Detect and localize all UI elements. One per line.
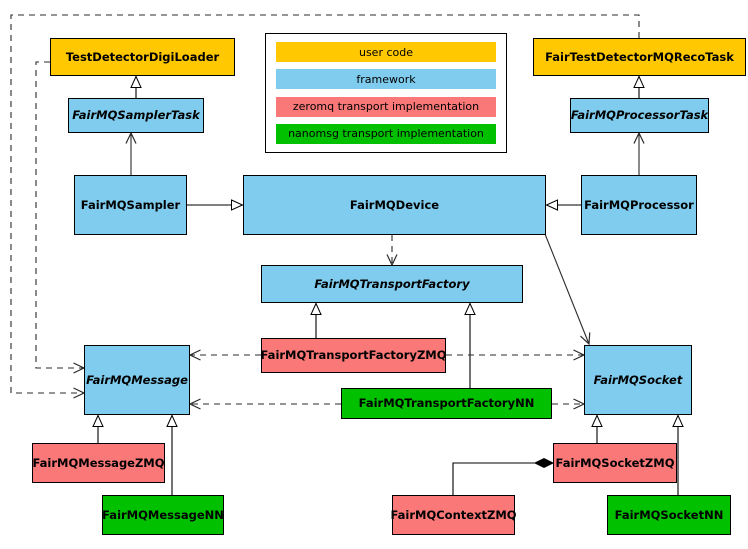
legend-label: nanomsg transport implementation	[288, 127, 484, 141]
node-fair-mq-processor-task[interactable]: FairMQProcessorTask	[570, 98, 709, 133]
legend-item-user-code: user code	[276, 42, 496, 62]
node-label: FairMQSocketNN	[614, 507, 724, 522]
node-label: FairMQDevice	[349, 197, 440, 212]
node-label: FairMQMessage	[86, 372, 188, 387]
node-fair-mq-device[interactable]: FairMQDevice	[243, 175, 546, 235]
node-fair-mq-transport-factory-nn[interactable]: FairMQTransportFactoryNN	[341, 388, 552, 419]
node-label: FairMQContextZMQ	[390, 507, 517, 522]
node-label: FairMQMessageNN	[102, 507, 224, 522]
node-fair-mq-message-nn[interactable]: FairMQMessageNN	[102, 495, 224, 535]
node-label: FairMQSocket	[593, 372, 683, 387]
node-fair-mq-socket[interactable]: FairMQSocket	[584, 345, 692, 415]
node-fair-mq-sampler-task[interactable]: FairMQSamplerTask	[68, 98, 204, 133]
node-fair-mq-message[interactable]: FairMQMessage	[84, 345, 190, 415]
node-fair-mq-transport-factory[interactable]: FairMQTransportFactory	[261, 265, 523, 303]
node-fair-mq-message-zmq[interactable]: FairMQMessageZMQ	[32, 443, 165, 483]
legend-label: user code	[358, 45, 414, 59]
node-test-detector-digi-loader[interactable]: TestDetectorDigiLoader	[50, 38, 235, 76]
node-fair-mq-socket-zmq[interactable]: FairMQSocketZMQ	[553, 443, 677, 483]
legend: user code framework zeromq transport imp…	[265, 33, 507, 153]
node-label: FairMQProcessor	[584, 197, 694, 212]
legend-item-zeromq: zeromq transport implementation	[276, 96, 496, 117]
node-label: FairMQTransportFactoryNN	[358, 396, 535, 411]
node-label: FairMQSampler	[80, 197, 181, 212]
node-label: FairTestDetectorMQRecoTask	[545, 49, 734, 64]
node-fair-mq-socket-nn[interactable]: FairMQSocketNN	[607, 495, 731, 535]
node-label: FairMQProcessorTask	[570, 108, 709, 123]
node-fair-mq-transport-factory-zmq[interactable]: FairMQTransportFactoryZMQ	[260, 338, 447, 373]
node-label: FairMQTransportFactoryZMQ	[260, 348, 447, 363]
node-label: FairMQTransportFactory	[314, 276, 470, 291]
node-label: FairMQMessageZMQ	[32, 455, 165, 470]
legend-label: zeromq transport implementation	[292, 100, 480, 114]
node-label: FairMQSocketZMQ	[555, 455, 675, 470]
legend-label: framework	[356, 72, 416, 86]
node-fair-test-detector-mq-reco-task[interactable]: FairTestDetectorMQRecoTask	[533, 38, 746, 76]
node-label: TestDetectorDigiLoader	[65, 49, 220, 64]
node-label: FairMQSamplerTask	[72, 108, 200, 123]
legend-item-framework: framework	[276, 69, 496, 90]
legend-item-nanomsg: nanomsg transport implementation	[276, 123, 496, 144]
node-fair-mq-context-zmq[interactable]: FairMQContextZMQ	[390, 495, 517, 535]
node-fair-mq-processor[interactable]: FairMQProcessor	[581, 175, 697, 235]
node-fair-mq-sampler[interactable]: FairMQSampler	[74, 175, 187, 235]
